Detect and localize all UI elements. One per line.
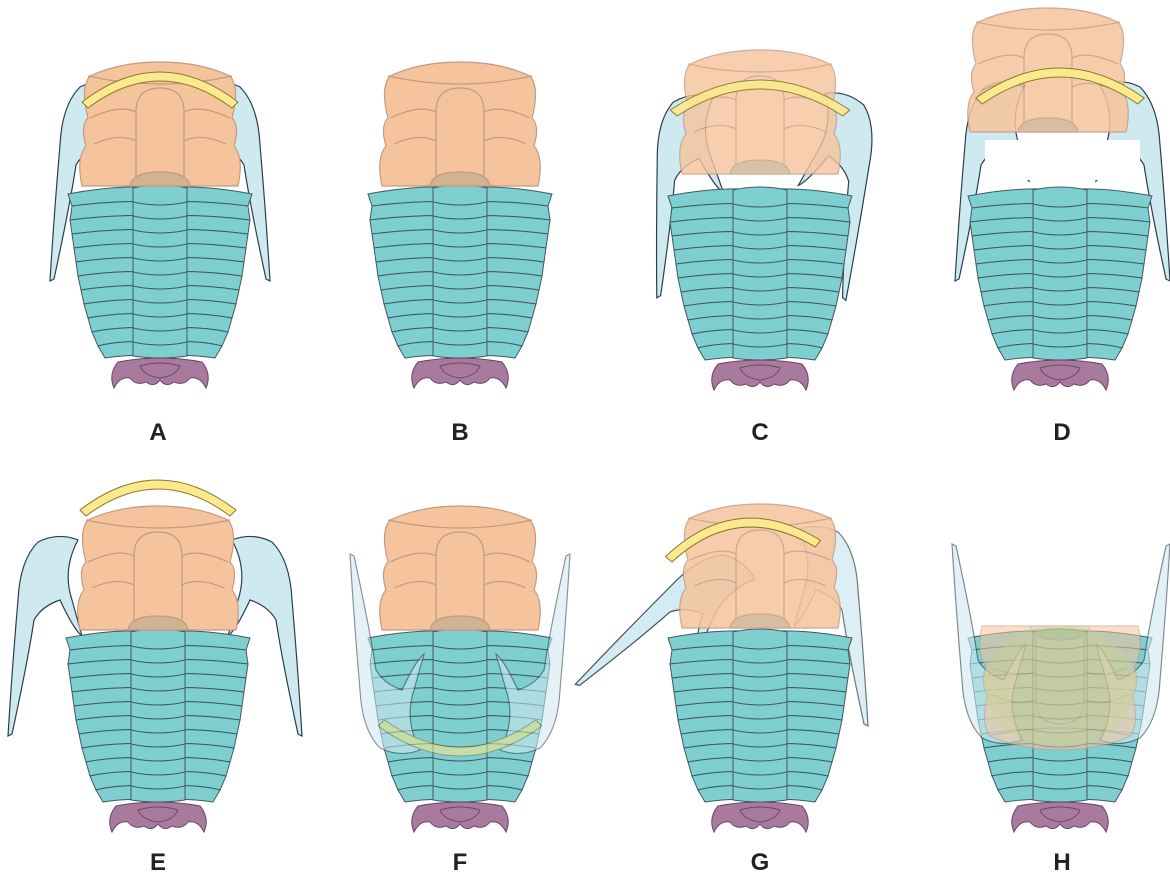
panel-g: G <box>575 504 868 872</box>
panel-d: D <box>955 8 1170 446</box>
panel-label-g: G <box>751 849 770 872</box>
panel-c: C <box>643 50 894 446</box>
panel-h: H <box>952 544 1170 872</box>
cranidium <box>78 506 239 630</box>
panel-label-h: H <box>1053 849 1070 872</box>
free-cheek-left <box>8 536 82 736</box>
panel-label-a: A <box>149 419 166 446</box>
panel-f: F <box>350 506 570 872</box>
panel-label-d: D <box>1053 419 1070 446</box>
cranidium <box>680 50 841 174</box>
cranidium <box>380 506 541 630</box>
panel-label-f: F <box>453 849 468 872</box>
panel-b: B <box>368 62 552 446</box>
panel-label-c: C <box>751 419 768 446</box>
panel-label-e: E <box>150 849 166 872</box>
panel-label-b: B <box>451 419 468 446</box>
cranidium <box>380 62 541 186</box>
panel-a: A <box>50 62 270 446</box>
panel-e: E <box>8 480 302 872</box>
